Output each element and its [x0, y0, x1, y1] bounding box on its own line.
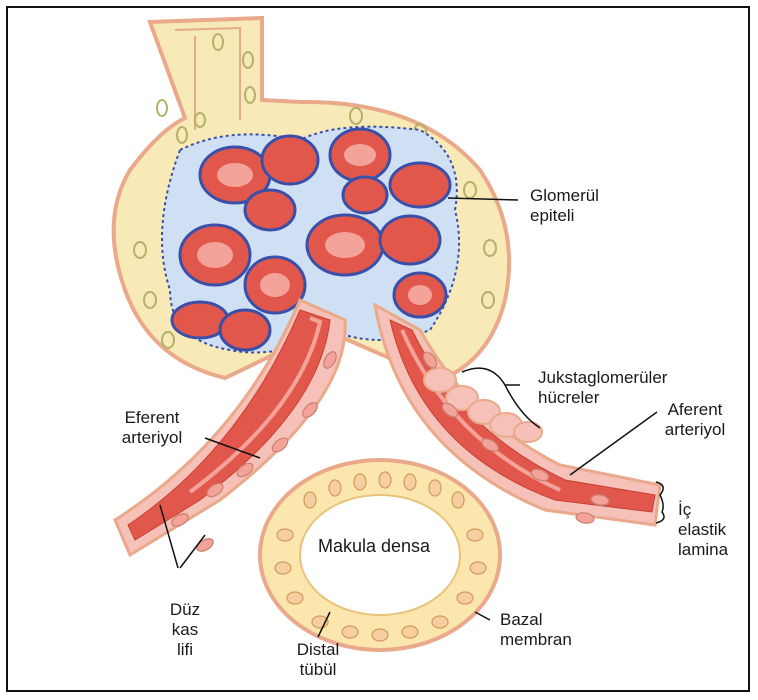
label-line: elastik — [678, 520, 728, 540]
label-line: Bazal — [500, 610, 572, 630]
label-line: Glomerül — [530, 186, 599, 206]
label-ic-elastik: İç elastik lamina — [678, 500, 728, 560]
label-line: Düz — [150, 600, 220, 620]
label-line: kas — [150, 620, 220, 640]
label-line: lamina — [678, 540, 728, 560]
label-line: tübül — [278, 660, 358, 680]
label-line: Jukstaglomerüler — [538, 368, 667, 388]
label-duz-kas: Düz kas lifi — [150, 600, 220, 660]
label-line: epiteli — [530, 206, 599, 226]
label-line: arteriyol — [102, 428, 202, 448]
label-glomerul-epiteli: Glomerül epiteli — [530, 186, 599, 226]
label-line: Eferent — [102, 408, 202, 428]
label-bazal-membran: Bazal membran — [500, 610, 572, 650]
label-line: membran — [500, 630, 572, 650]
label-line: İç — [678, 500, 728, 520]
label-line: Aferent — [650, 400, 740, 420]
label-line: hücreler — [538, 388, 667, 408]
label-line: Distal — [278, 640, 358, 660]
label-aferent: Aferent arteriyol — [650, 400, 740, 440]
label-line: arteriyol — [650, 420, 740, 440]
label-jukstaglomeruler: Jukstaglomerüler hücreler — [538, 368, 667, 408]
label-distal-tubul: Distal tübül — [278, 640, 358, 680]
label-eferent: Eferent arteriyol — [102, 408, 202, 448]
label-line: lifi — [150, 640, 220, 660]
label-makula-densa: Makula densa — [318, 536, 430, 556]
